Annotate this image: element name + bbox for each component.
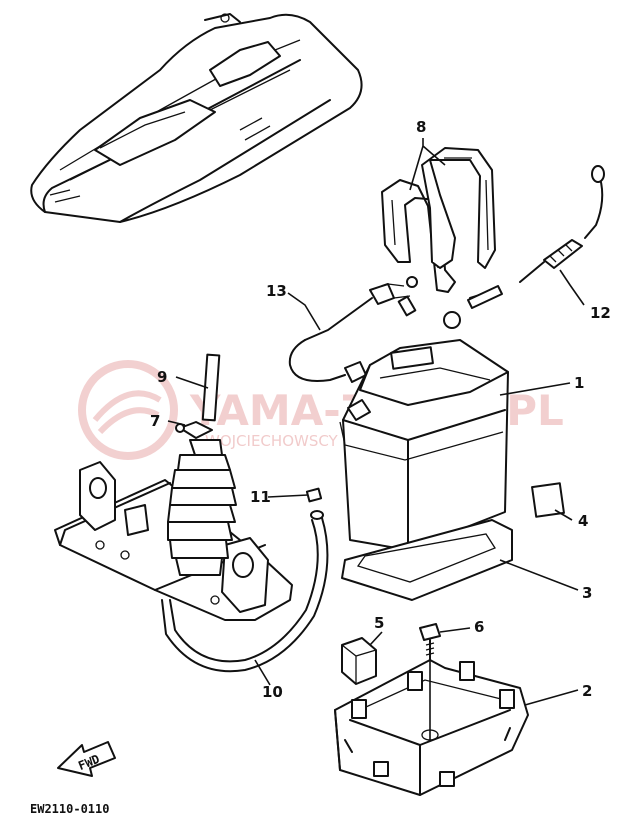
breather-hose <box>161 510 329 673</box>
callout-12: 12 <box>590 304 611 322</box>
battery-box <box>334 659 529 796</box>
battery-pad <box>341 519 513 601</box>
negative-cable <box>288 276 418 383</box>
forward-arrow: FWD <box>57 741 116 777</box>
callouts: 8 12 13 9 7 1 4 3 5 6 2 10 11 <box>150 118 611 701</box>
small-bolt <box>305 487 323 503</box>
callout-2: 2 <box>582 682 592 700</box>
callout-10: 10 <box>262 683 283 701</box>
clip <box>175 421 213 439</box>
callout-4: 4 <box>578 512 588 530</box>
callout-9: 9 <box>157 368 167 386</box>
positive-cable <box>443 165 605 329</box>
battery-straps <box>381 147 496 293</box>
callout-6: 6 <box>474 618 484 636</box>
leader-lines <box>167 138 585 706</box>
fuse-holder <box>341 637 377 685</box>
callout-7: 7 <box>150 412 160 430</box>
callout-13: 13 <box>266 282 287 300</box>
label-sticker <box>531 482 565 518</box>
watermark-logo-mark <box>92 390 162 435</box>
callout-11: 11 <box>250 488 271 506</box>
drawing-code: EW2110-0110 <box>30 802 109 816</box>
bolt <box>419 623 441 740</box>
callout-5: 5 <box>374 614 384 632</box>
callout-3: 3 <box>582 584 592 602</box>
watermark-logo <box>78 360 178 460</box>
rubber-boot <box>167 353 237 576</box>
battery <box>339 339 509 551</box>
callout-1: 1 <box>574 374 584 392</box>
callout-8: 8 <box>416 118 426 136</box>
jet-ski-illustration <box>30 13 363 223</box>
